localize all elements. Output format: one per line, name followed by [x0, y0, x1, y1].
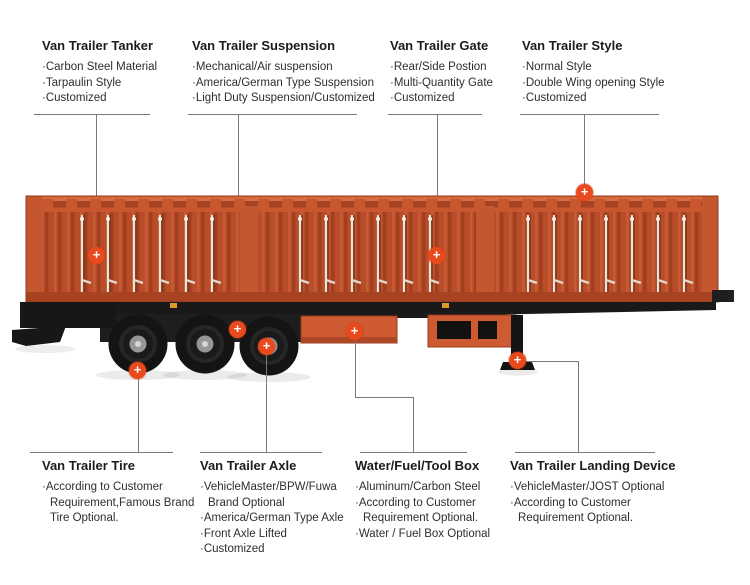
callout-line-toolbox-c	[413, 397, 414, 452]
section-axle-list: VehicleMaster/BPW/Fuwa Brand Optional Am…	[200, 480, 352, 558]
feature-item: Double Wing opening Style	[522, 76, 684, 92]
section-landing-list: VehicleMaster/JOST Optional According to…	[510, 480, 685, 527]
hotspot-axle-marker[interactable]: +	[258, 338, 275, 355]
feature-item: Customized	[390, 91, 515, 107]
section-tire-list: According to Customer Requirement,Famous…	[42, 480, 200, 527]
feature-item: Rear/Side Postion	[390, 60, 515, 76]
callout-line-tire	[138, 371, 139, 452]
feature-item: Front Axle Lifted	[200, 527, 352, 543]
callout-underline-style	[520, 114, 659, 115]
section-gate-heading: Van Trailer Gate	[390, 38, 489, 53]
callout-line-toolbox-a	[355, 332, 356, 398]
van-trailer-illustration	[12, 195, 734, 382]
callout-underline-tanker	[34, 114, 150, 115]
wheel-middle	[175, 314, 235, 374]
feature-item: Customized	[42, 91, 194, 107]
feature-item: Multi-Quantity Gate	[390, 76, 515, 92]
hotspot-gate-marker[interactable]: +	[428, 247, 445, 264]
feature-item: VehicleMaster/JOST Optional	[510, 480, 685, 496]
feature-item: Normal Style	[522, 60, 684, 76]
feature-item: According to Customer Requirement,Famous…	[42, 480, 200, 527]
side-guard-frame	[427, 314, 517, 348]
feature-item: According to Customer Requirement Option…	[510, 496, 685, 527]
section-axle: Van Trailer Axle VehicleMaster/BPW/Fuwa …	[200, 458, 352, 558]
hotspot-tire-marker[interactable]: +	[129, 362, 146, 379]
section-suspension-list: Mechanical/Air suspension America/German…	[192, 60, 382, 107]
wheel-shadow	[163, 370, 247, 380]
section-gate: Van Trailer Gate Rear/Side Postion Multi…	[390, 38, 515, 107]
callout-line-tanker	[96, 114, 97, 255]
feature-item: Aluminum/Carbon Steel	[355, 480, 507, 496]
hotspot-landing-marker[interactable]: +	[509, 352, 526, 369]
callout-line-style	[584, 114, 585, 193]
front-bumper	[20, 302, 116, 328]
section-gate-list: Rear/Side Postion Multi-Quantity Gate Cu…	[390, 60, 515, 107]
callout-line-gate	[437, 114, 438, 255]
section-suspension-heading: Van Trailer Suspension	[192, 38, 336, 53]
feature-item: America/German Type Axle	[200, 511, 352, 527]
feature-item: Light Duty Suspension/Customized	[192, 91, 382, 107]
section-axle-heading: Van Trailer Axle	[200, 458, 297, 473]
callout-overline-axle	[200, 452, 322, 453]
section-toolbox-heading: Water/Fuel/Tool Box	[355, 458, 480, 473]
section-suspension: Van Trailer Suspension Mechanical/Air su…	[192, 38, 382, 107]
feature-item: VehicleMaster/BPW/Fuwa Brand Optional	[200, 480, 352, 511]
section-tire-heading: Van Trailer Tire	[42, 458, 135, 473]
hotspot-tanker-marker[interactable]: +	[88, 247, 105, 264]
section-landing: Van Trailer Landing Device VehicleMaster…	[510, 458, 685, 527]
hotspot-style-marker[interactable]: +	[576, 184, 593, 201]
section-tanker: Van Trailer Tanker Carbon Steel Material…	[42, 38, 194, 107]
feature-item: Carbon Steel Material	[42, 60, 194, 76]
callout-overline-toolbox	[360, 452, 467, 453]
wheel-shadow	[227, 372, 311, 382]
feature-item: According to Customer Requirement Option…	[355, 496, 507, 527]
leg-shadow	[498, 368, 538, 376]
callout-overline-landing	[515, 452, 655, 453]
section-toolbox: Water/Fuel/Tool Box Aluminum/Carbon Stee…	[355, 458, 507, 542]
callout-line-landing-b	[578, 361, 579, 452]
hotspot-toolbox-marker[interactable]: +	[346, 323, 363, 340]
feature-item: Customized	[522, 91, 684, 107]
trailer-body	[25, 195, 719, 303]
feature-item: Water / Fuel Box Optional	[355, 527, 507, 543]
section-tanker-heading: Van Trailer Tanker	[42, 38, 154, 53]
callout-overline-tire	[30, 452, 173, 453]
feature-item: Customized	[200, 542, 352, 558]
feature-item: Mechanical/Air suspension	[192, 60, 382, 76]
callout-line-axle	[266, 347, 267, 452]
feature-item: America/German Type Suspension	[192, 76, 382, 92]
section-style: Van Trailer Style Normal Style Double Wi…	[522, 38, 684, 107]
hotspot-suspension-marker[interactable]: +	[229, 321, 246, 338]
callout-line-landing-a	[518, 361, 579, 362]
section-toolbox-list: Aluminum/Carbon Steel According to Custo…	[355, 480, 507, 542]
callout-line-toolbox-b	[355, 397, 414, 398]
section-tanker-list: Carbon Steel Material Tarpaulin Style Cu…	[42, 60, 194, 107]
section-style-heading: Van Trailer Style	[522, 38, 623, 53]
amber-marker-light	[442, 303, 449, 308]
callout-underline-suspension	[188, 114, 357, 115]
section-landing-heading: Van Trailer Landing Device	[510, 458, 676, 473]
front-hitch	[12, 326, 66, 346]
section-style-list: Normal Style Double Wing opening Style C…	[522, 60, 684, 107]
section-tire: Van Trailer Tire According to Customer R…	[42, 458, 200, 527]
front-shadow	[15, 345, 75, 353]
amber-marker-light	[170, 303, 177, 308]
callout-underline-gate	[388, 114, 482, 115]
feature-item: Tarpaulin Style	[42, 76, 194, 92]
